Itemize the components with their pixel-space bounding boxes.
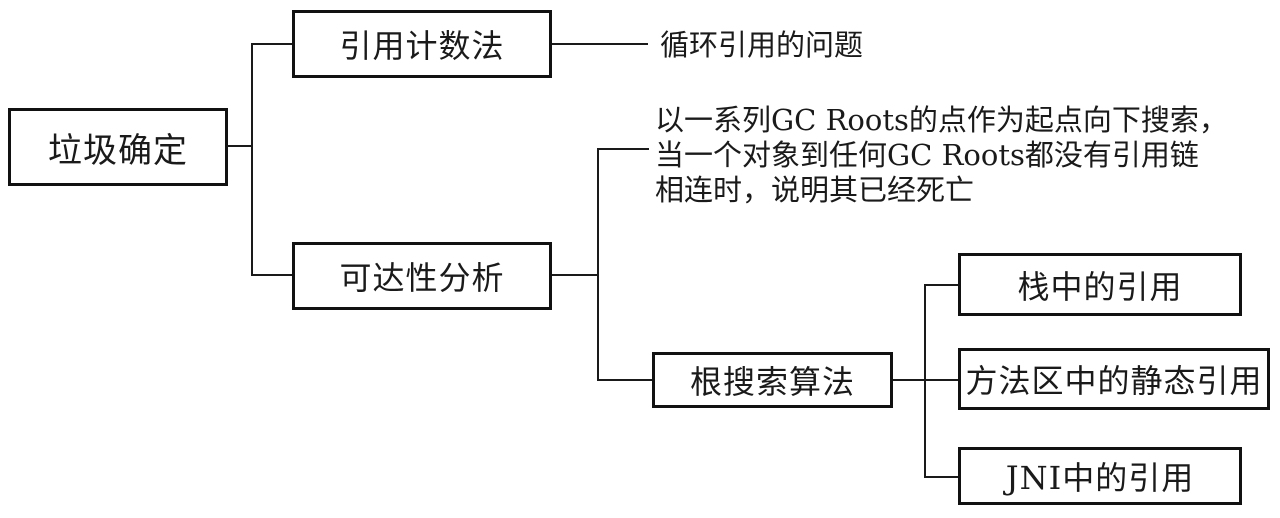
connector-refcount-to-cyclic-problem (552, 43, 648, 45)
node-reference-counting: 引用计数法 (292, 10, 552, 78)
connector-reachability-stub (552, 274, 598, 276)
node-stack-references: 栈中的引用 (958, 253, 1242, 316)
connector-to-stack-references (924, 284, 958, 286)
annotation-gc-roots-description: 以一系列GC Roots的点作为起点向下搜索， 当一个对象到任何GC Roots… (655, 103, 1228, 208)
connector-to-jni-references (924, 476, 958, 478)
annotation-cyclic-reference-problem: 循环引用的问题 (660, 28, 864, 62)
connector-to-reachability (251, 274, 292, 276)
node-jni-references: JNI中的引用 (958, 447, 1242, 505)
node-method-area-static-references: 方法区中的静态引用 (958, 348, 1270, 410)
connector-rootsearch-vertical (924, 284, 926, 478)
node-reachability-analysis: 可达性分析 (292, 242, 552, 310)
node-garbage-determination: 垃圾确定 (8, 108, 228, 186)
connector-rootsearch-stub (893, 379, 925, 381)
connector-root-vertical (251, 43, 253, 276)
node-root-search-algorithm: 根搜索算法 (652, 352, 893, 408)
connector-to-root-search (597, 379, 652, 381)
connector-to-reference-counting (251, 43, 292, 45)
annotation-gc-roots-line1: 以一系列GC Roots的点作为起点向下搜索， (655, 103, 1228, 137)
connector-to-gc-roots-description (597, 148, 649, 150)
connector-to-method-area-references (924, 379, 958, 381)
connector-reachability-vertical (597, 148, 599, 381)
connector-root-stub (227, 145, 252, 147)
annotation-gc-roots-line2: 当一个对象到任何GC Roots都没有引用链 (655, 138, 1199, 172)
annotation-gc-roots-line3: 相连时，说明其已经死亡 (655, 173, 975, 207)
